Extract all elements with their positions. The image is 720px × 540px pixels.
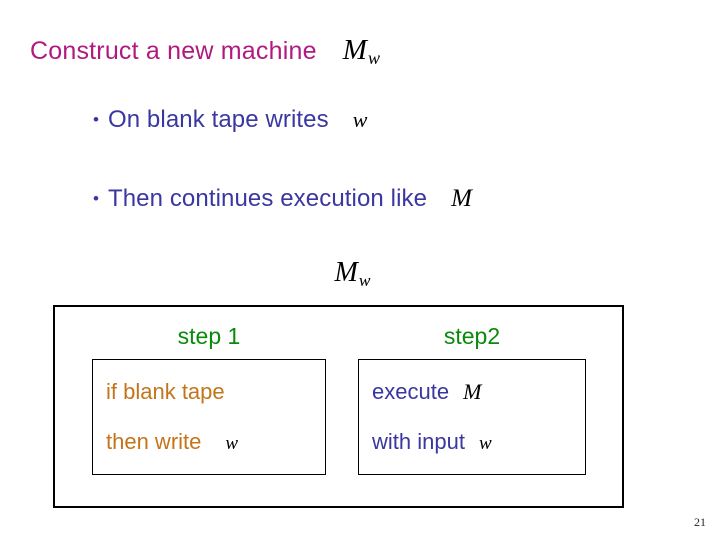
step-1-header: step 1: [177, 323, 241, 349]
step-1-box: if blank tape then write w: [92, 359, 326, 475]
page-number: 21: [694, 515, 706, 529]
bullet-2-symbol: M: [451, 185, 472, 212]
machine-outer-box: step 1 if blank tape then write w step2 …: [53, 305, 624, 508]
bullet-item-1: • On blank tape writes w: [93, 108, 367, 132]
bullet-2-text: Then continues execution like: [107, 185, 428, 212]
step-2-box: execute M with input w: [358, 359, 586, 475]
diagram-machine-symbol: Mw: [334, 257, 371, 291]
diagram-machine-letter: M: [334, 257, 358, 288]
page-title-text: Construct a new machine: [30, 37, 317, 65]
step-2-line-1-text: execute: [372, 379, 450, 404]
step-1-line-1-text: if blank tape: [106, 379, 225, 404]
title-machine-letter: M: [342, 34, 367, 66]
bullet-1-text: On blank tape writes: [107, 106, 329, 133]
step-1-line-1: if blank tape: [106, 381, 225, 403]
bullet-1-symbol: w: [352, 107, 368, 132]
diagram-machine-subscript: w: [358, 271, 371, 291]
step-2-header: step2: [443, 323, 501, 349]
bullet-item-2: • Then continues execution like M: [93, 186, 472, 211]
step-2-line-2-symbol: w: [478, 433, 492, 454]
step-2-line-2: with input w: [372, 429, 492, 454]
bullet-dot-icon: •: [93, 189, 99, 208]
title-machine-subscript: w: [367, 48, 380, 69]
step-1-line-2-symbol: w: [225, 433, 239, 454]
step-2-line-1-symbol: M: [463, 379, 482, 404]
bullet-dot-icon: •: [93, 110, 99, 129]
diagram-label: Mw: [0, 257, 720, 291]
step-1-line-2-text: then write: [106, 429, 202, 454]
step-1-line-2: then write w: [106, 429, 239, 454]
step-2-line-1: execute M: [372, 381, 481, 403]
page-title: Construct a new machine Mw: [30, 34, 380, 69]
step-2-line-2-text: with input: [372, 429, 465, 454]
title-machine-symbol: Mw: [342, 34, 380, 69]
